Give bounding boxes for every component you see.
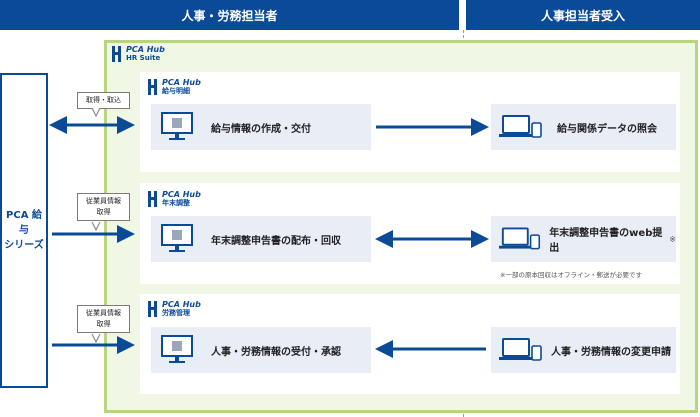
year-end-right-label: 年末調整申告書のweb提出 — [549, 228, 663, 254]
labor-left-box: 人事・労務情報の受付・承認 — [151, 327, 371, 373]
pca-hub-logo-icon — [148, 301, 157, 317]
year-end-left-label: 年末調整申告書の配布・回収 — [211, 235, 341, 247]
payslip-left-label: 給与情報の作成・交付 — [211, 123, 311, 135]
payslip-right-box: 給与関係データの照会 — [491, 104, 676, 150]
payslip-right-label: 給与関係データの照会 — [557, 123, 657, 135]
header-right: 人事担当者受入 — [466, 0, 700, 30]
section-logo-name: PCA Hub — [162, 78, 201, 87]
labor-right-label: 人事・労務情報の変更申請 — [551, 346, 671, 358]
callout-tail — [91, 333, 101, 344]
year-end-left-box: 年末調整申告書の配布・回収 — [151, 216, 371, 262]
header-left: 人事・労務担当者 — [0, 0, 459, 30]
pca-series-box: PCA 給与 シリーズ — [0, 73, 48, 388]
callout-year-end: 従業員情報 取得 — [77, 193, 130, 221]
year-end-note: ※一部の原本回収はオフライン・郵送が必要です — [500, 271, 642, 279]
year-end-right-mark: ※ — [669, 234, 676, 244]
pca-hub-logo-icon — [148, 191, 157, 207]
callout-line: 取得・取込 — [86, 96, 121, 104]
callout-line: 従業員情報 — [86, 197, 121, 205]
pca-series-line1: PCA 給与 — [6, 210, 42, 236]
suite-logo-name: PCA Hub — [126, 45, 165, 54]
suite-logo-sub: HR Suite — [126, 54, 161, 62]
monitor-icon — [161, 224, 193, 252]
callout-line: 取得 — [96, 208, 111, 216]
callout-line: 取得 — [96, 320, 111, 328]
year-end-right-box: 年末調整申告書のweb提出 ※ — [491, 216, 676, 262]
payslip-left-box: 給与情報の作成・交付 — [151, 104, 371, 150]
laptop-phone-icon — [499, 227, 541, 250]
section-logo-name: PCA Hub — [162, 300, 201, 309]
callout-tail — [91, 107, 101, 118]
monitor-icon — [161, 112, 193, 140]
labor-left-label: 人事・労務情報の受付・承認 — [211, 346, 341, 358]
monitor-icon — [161, 335, 193, 363]
callout-tail — [91, 221, 101, 232]
section-logo-sub: 給与明細 — [162, 87, 190, 95]
suite-logo: PCA Hub HR Suite — [112, 45, 165, 62]
section-logo-sub: 労務管理 — [162, 309, 190, 317]
pca-hub-logo-icon — [148, 79, 157, 95]
laptop-phone-icon — [499, 115, 542, 138]
section-logo-name: PCA Hub — [162, 190, 201, 199]
callout-payslip: 取得・取込 — [77, 92, 130, 109]
pca-series-line2: シリーズ — [4, 240, 44, 251]
section-logo-sub: 年末調整 — [162, 199, 190, 207]
pca-hub-logo-icon — [112, 46, 121, 62]
labor-right-box: 人事・労務情報の変更申請 — [491, 327, 676, 373]
callout-line: 従業員情報 — [86, 309, 121, 317]
laptop-phone-icon — [499, 338, 542, 361]
callout-labor: 従業員情報 取得 — [77, 305, 130, 333]
